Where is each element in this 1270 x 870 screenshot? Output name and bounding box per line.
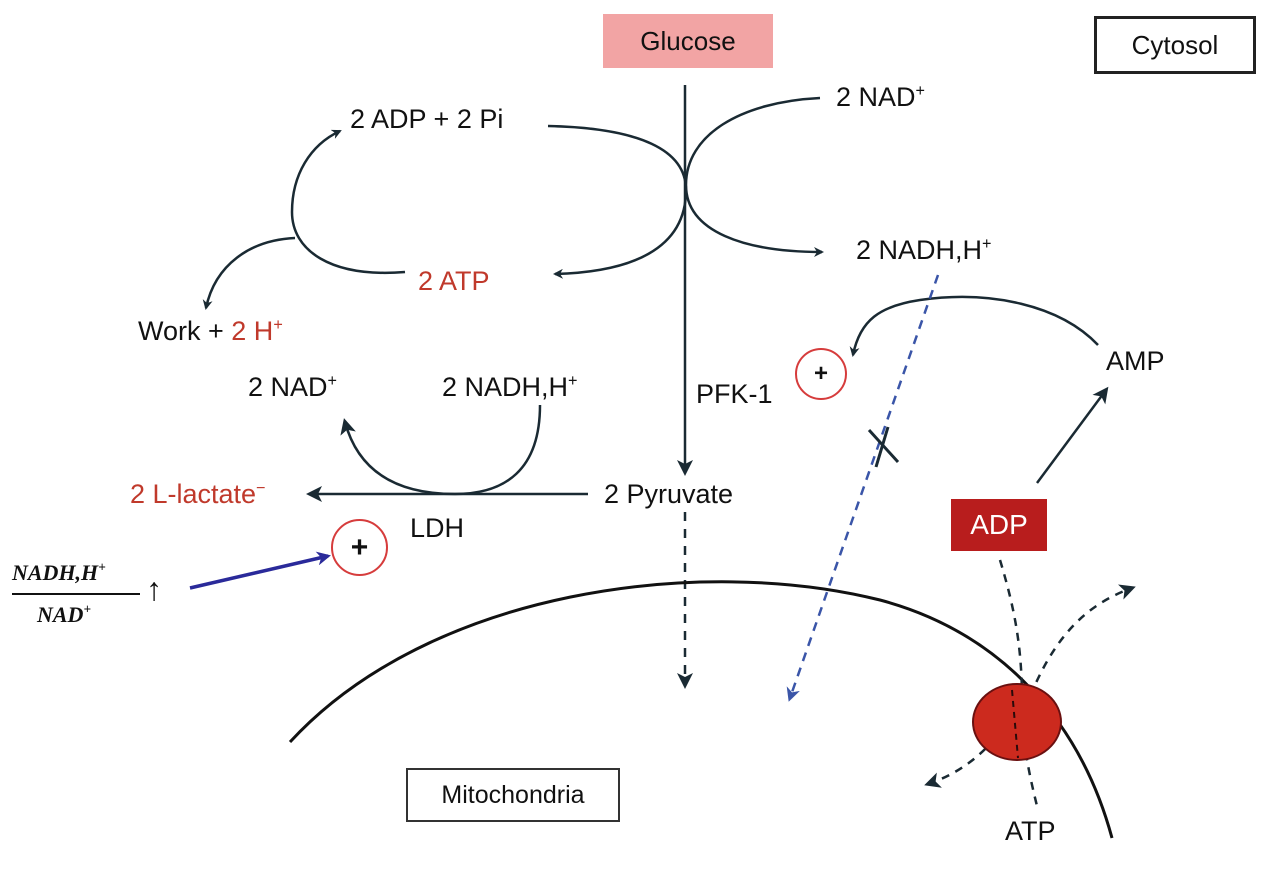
pfk-activation-plus: + — [795, 348, 847, 400]
nad-to-nadh-curve — [684, 96, 824, 257]
mitochondria-box: Mitochondria — [406, 768, 620, 822]
ratio-denominator: NAD+ — [37, 601, 91, 627]
ldh-activation-plus: + — [331, 519, 388, 576]
adp-pi-label: 2 ADP + 2 Pi — [350, 104, 504, 134]
lactate-label: 2 L-lactate− — [130, 479, 266, 509]
atp-to-work-curve — [202, 236, 296, 310]
ldh-label: LDH — [410, 513, 465, 543]
nad-left-label: 2 NAD+ — [248, 372, 337, 402]
mitochondria-label: Mitochondria — [441, 780, 585, 809]
work-label: Work + 2 H+ — [138, 316, 283, 346]
glucose-box: Glucose — [603, 14, 773, 68]
block-mark — [867, 426, 900, 468]
nadh-blocked-transport-arrow — [786, 274, 940, 702]
atp2-label: 2 ATP — [418, 266, 490, 296]
ratio-activation-arrow — [189, 551, 331, 590]
ratio-up-arrow: ↑ — [146, 571, 162, 607]
nad-top-label: 2 NAD+ — [836, 82, 925, 112]
atp-regeneration-curve — [290, 129, 406, 275]
nadh-top-label: 2 NADH,H+ — [856, 235, 992, 265]
ratio-fraction-bar — [12, 593, 140, 595]
adp-to-amp-arrow — [1035, 386, 1109, 484]
adp-atp-translocase — [972, 683, 1062, 761]
ldh-nadh-to-nad-curve — [340, 404, 542, 496]
cytosol-box: Cytosol — [1094, 16, 1256, 74]
pyruvate-label: 2 Pyruvate — [604, 479, 734, 509]
amp-label: AMP — [1106, 346, 1165, 376]
atp-out-dashed — [1013, 584, 1136, 739]
atp-bottom-label: ATP — [1005, 816, 1056, 846]
adp-box: ADP — [951, 499, 1047, 551]
cytosol-label: Cytosol — [1131, 29, 1219, 60]
ratio-numerator: NADH,H+ — [12, 559, 106, 585]
adp-into-mitochondria-dashed-2 — [924, 699, 1022, 788]
amp-to-pfk-curve — [849, 295, 1099, 357]
pfk1-label: PFK-1 — [696, 379, 773, 409]
glucose-label: Glucose — [640, 25, 736, 56]
translocase-channel-line — [1011, 689, 1019, 759]
nadh-left-label: 2 NADH,H+ — [442, 372, 578, 402]
adp-to-atp-curve — [547, 124, 688, 279]
adp-label: ADP — [970, 509, 1028, 540]
